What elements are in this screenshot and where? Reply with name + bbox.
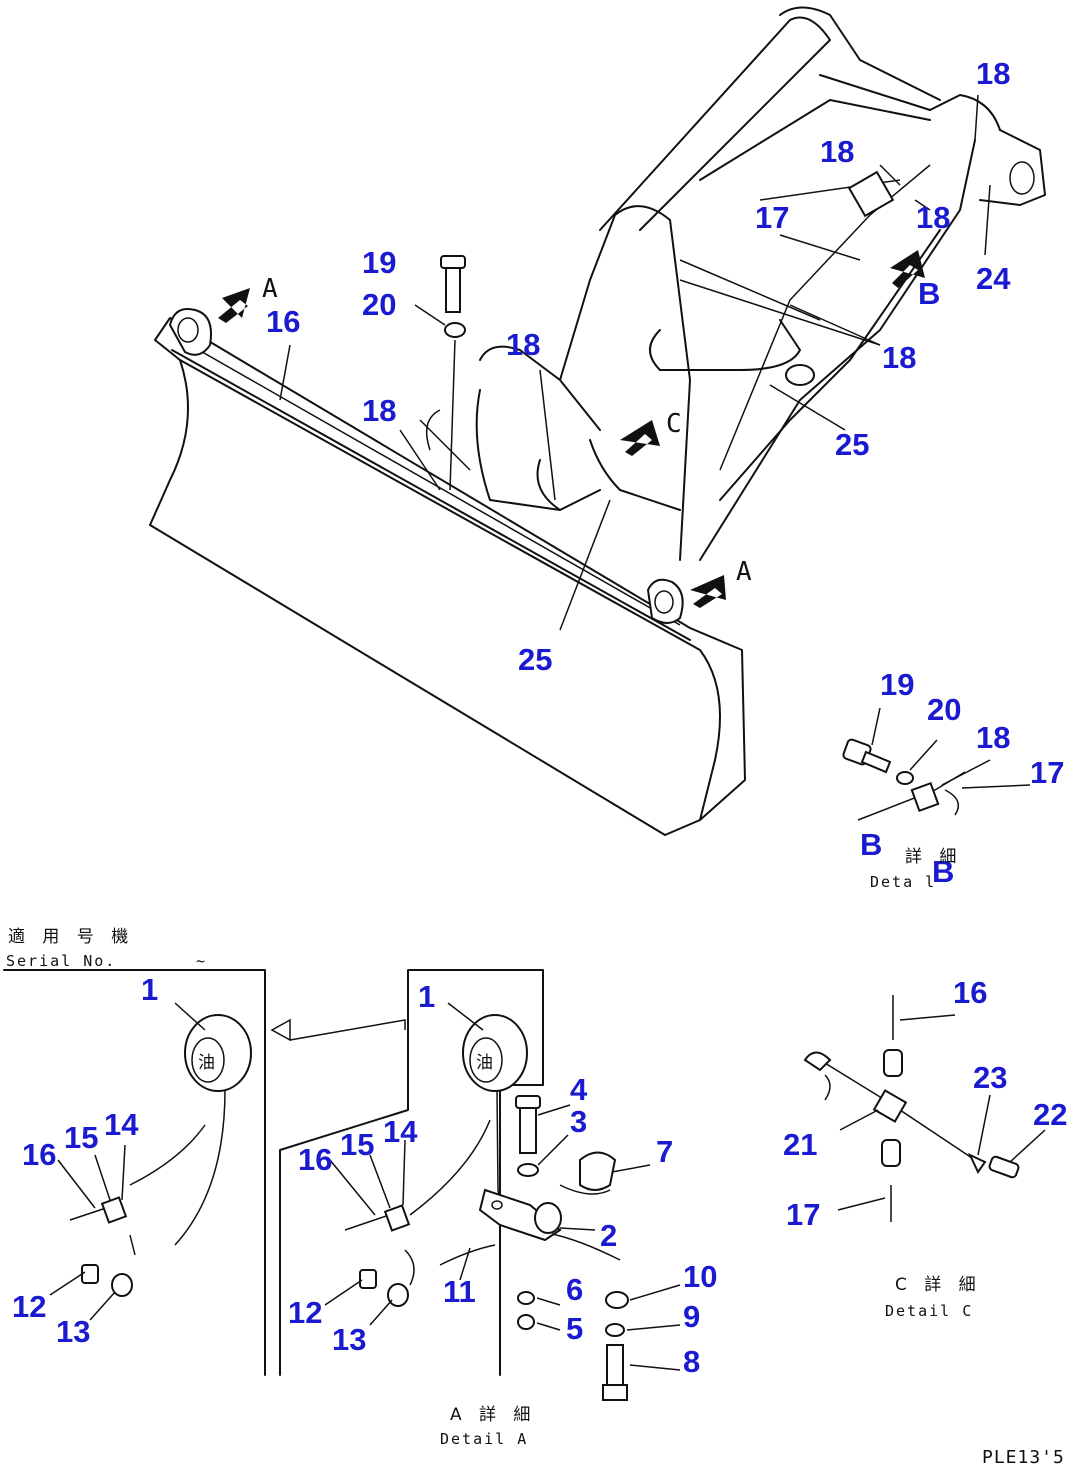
callout-18: 18 — [820, 134, 854, 169]
callout-18: 18 — [882, 340, 916, 375]
callout-7: 7 — [656, 1134, 673, 1169]
detail-a-caption-en: Detail A — [440, 1430, 528, 1448]
view-letter-a: A — [736, 557, 752, 587]
serial-tilde: ~ — [196, 952, 207, 970]
callout-14: 14 — [104, 1107, 139, 1142]
callout-1: 1 — [418, 979, 435, 1014]
detail-a-drawing: 油 — [288, 979, 717, 1448]
callout-21: 21 — [783, 1127, 817, 1162]
callout-12: 12 — [12, 1289, 46, 1324]
callout-9: 9 — [683, 1299, 700, 1334]
callout-18: 18 — [976, 56, 1010, 91]
callout-15: 15 — [64, 1120, 98, 1155]
callout-18: 18 — [506, 327, 540, 362]
callout-18: 18 — [916, 200, 950, 235]
view-letter-c: C — [666, 409, 682, 439]
callout-16: 16 — [953, 975, 987, 1010]
callout-6: 6 — [566, 1272, 583, 1307]
callout-17: 17 — [786, 1197, 820, 1232]
callout-5: 5 — [566, 1311, 583, 1346]
callout-4: 4 — [570, 1072, 588, 1107]
detail-b-caption-en: Deta l — [870, 873, 936, 891]
callout-22: 22 — [1033, 1097, 1067, 1132]
callout-25: 25 — [518, 642, 552, 677]
serial-caption-jp: 適 用 号 機 — [8, 927, 134, 947]
callout-10: 10 — [683, 1259, 717, 1294]
callout-14: 14 — [383, 1114, 418, 1149]
main-view-callouts: 18 18 18 17 24 B 18 25 19 20 16 18 18 25… — [262, 56, 1011, 677]
callout-b: B — [860, 827, 882, 862]
callout-3: 3 — [570, 1104, 587, 1139]
callout-16: 16 — [22, 1137, 56, 1172]
callout-view-b: B — [918, 276, 940, 311]
detail-c-drawing: 16 23 22 21 17 C 詳 細 Detail C — [783, 975, 1067, 1320]
detail-b-caption-jp: 詳 細 — [905, 847, 962, 867]
callout-18: 18 — [362, 393, 396, 428]
detail-c-caption-jp: C 詳 細 — [895, 1275, 982, 1295]
callout-17: 17 — [755, 200, 789, 235]
callout-12: 12 — [288, 1295, 322, 1330]
drawing-code: PLE13'5 — [982, 1447, 1065, 1468]
blade-assembly-drawing — [149, 6, 1046, 836]
callout-23: 23 — [973, 1060, 1007, 1095]
detail-a-caption-jp: A 詳 細 — [450, 1405, 536, 1425]
gauge-mark: 油 — [198, 1053, 221, 1073]
view-letter-a: A — [262, 274, 278, 304]
callout-8: 8 — [683, 1344, 700, 1379]
callout-13: 13 — [332, 1322, 366, 1357]
callout-16: 16 — [298, 1142, 332, 1177]
callout-18: 18 — [976, 720, 1010, 755]
callout-24: 24 — [976, 261, 1011, 296]
callout-15: 15 — [340, 1127, 374, 1162]
callout-19: 19 — [880, 667, 914, 702]
callout-13: 13 — [56, 1314, 90, 1349]
gauge-mark: 油 — [476, 1053, 499, 1073]
callout-25: 25 — [835, 427, 869, 462]
callout-11: 11 — [443, 1274, 476, 1309]
callout-19: 19 — [362, 245, 396, 280]
callout-20: 20 — [362, 287, 396, 322]
callout-2: 2 — [600, 1218, 617, 1253]
callout-b: B — [932, 854, 954, 889]
callout-1: 1 — [141, 972, 158, 1007]
serial-caption-en: Serial No. — [6, 952, 116, 970]
detail-b-drawing: 19 20 18 17 B B 詳 細 Deta l — [842, 667, 1064, 891]
callout-17: 17 — [1030, 755, 1064, 790]
callout-16: 16 — [266, 304, 300, 339]
serial-panel: 適 用 号 機 Serial No. ~ 油 1 16 15 14 12 13 — [3, 927, 544, 1376]
detail-c-caption-en: Detail C — [885, 1302, 973, 1320]
callout-20: 20 — [927, 692, 961, 727]
